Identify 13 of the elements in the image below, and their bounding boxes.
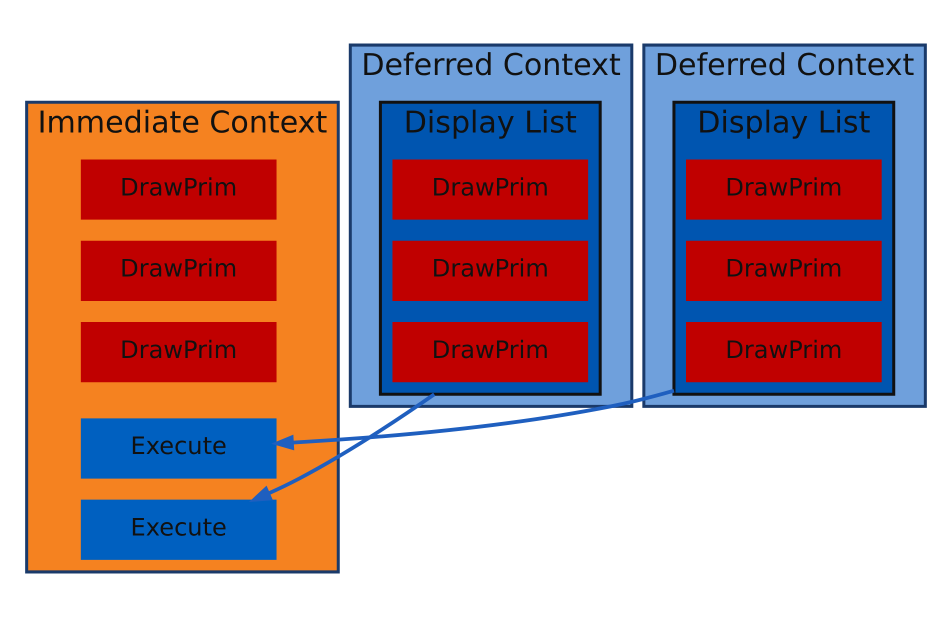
node-box: DrawPrim [686,159,882,220]
node-box: DrawPrim [80,322,277,382]
node-box: DrawPrim [392,322,588,382]
node-box: DrawPrim [80,159,277,220]
node-box: Execute [80,500,277,560]
node-box: DrawPrim [686,240,882,301]
node-box: DrawPrim [80,240,277,301]
arrow [271,388,674,450]
node-box: DrawPrim [392,240,588,301]
node-box: Execute [80,418,277,479]
node-box: DrawPrim [686,322,882,382]
node-box: DrawPrim [392,159,588,220]
arrow [249,392,436,502]
